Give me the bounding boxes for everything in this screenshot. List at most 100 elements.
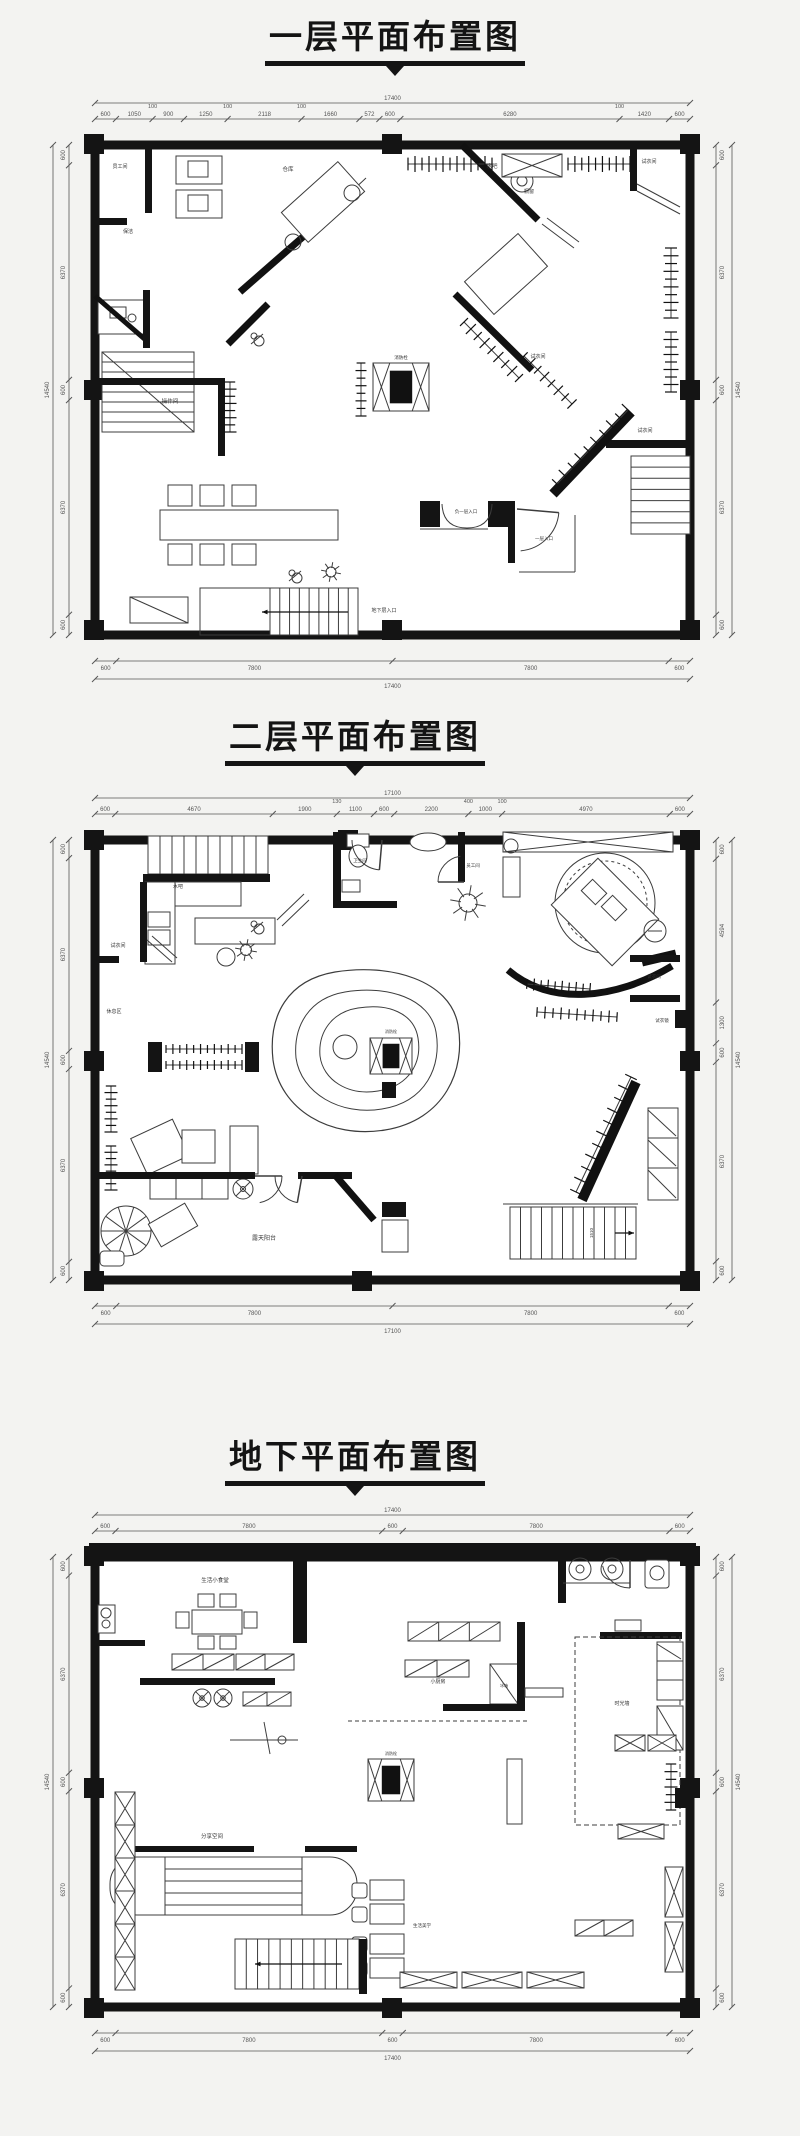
room-label: 900	[163, 112, 174, 118]
room-label: 600	[720, 149, 726, 160]
room-label: 600	[61, 1265, 67, 1276]
column-pier	[84, 1051, 104, 1071]
room-label: 水吧	[173, 883, 183, 890]
floor2-title-underline	[225, 761, 485, 766]
room-label: 600	[720, 1047, 726, 1058]
room-label: 1100	[349, 807, 363, 813]
room-label: 生活小食堂	[201, 1576, 229, 1584]
floor1-plan-drawing: 员工间保洁仓库水吧橱窗试衣间消防栓试衣间试衣间操作间地下层入口负一层入口一层入口…	[45, 96, 742, 690]
room-label: 17100	[384, 791, 401, 797]
floor2-title-text: 二层平面布置图	[229, 718, 481, 755]
room-label: 消防栓	[385, 1028, 397, 1034]
room-label: 600	[61, 384, 67, 395]
room-label: 试衣镜	[655, 1017, 669, 1024]
room-label: 6370	[61, 265, 67, 279]
room-label: 地下层入口	[371, 607, 396, 614]
column-pier	[382, 1998, 402, 2018]
room-label: 休息区	[106, 1008, 121, 1015]
column-pier	[84, 830, 104, 850]
room-label: 17400	[384, 96, 401, 102]
room-label: 6370	[720, 500, 726, 514]
room-label: 600	[720, 384, 726, 395]
interior-features	[95, 1557, 690, 1994]
room-label: 600	[720, 619, 726, 630]
room-label: 14540	[45, 1051, 51, 1068]
room-label: 7800	[242, 1524, 256, 1530]
room-label: 17400	[384, 2056, 401, 2062]
room-label: 6370	[61, 1158, 67, 1172]
room-label: 600	[720, 1265, 726, 1276]
room-label: 100	[615, 104, 624, 110]
room-label: 试衣间	[647, 973, 661, 980]
column-pier	[680, 134, 700, 154]
room-label: 6280	[503, 112, 517, 118]
room-label: 600	[61, 1992, 67, 2003]
column-pier	[680, 380, 700, 400]
room-label: 600	[387, 1524, 398, 1530]
room-label: 600	[100, 1524, 111, 1530]
column-pier	[84, 620, 104, 640]
room-label: 7800	[529, 2038, 543, 2044]
floor1-title-pointer-icon	[386, 66, 404, 76]
room-label: 4594	[720, 923, 726, 937]
room-label: 600	[101, 1311, 112, 1317]
room-label: 7800	[248, 666, 262, 672]
room-label: 600	[61, 149, 67, 160]
room-label: 7800	[248, 1311, 262, 1317]
room-label: 6370	[720, 1883, 726, 1897]
room-label: 生活美学	[413, 1922, 431, 1929]
column-pier	[84, 1271, 104, 1291]
room-label: 600	[720, 1776, 726, 1787]
room-label: 400	[464, 799, 473, 805]
room-label: 600	[61, 1054, 67, 1065]
basement-title-pointer-icon	[346, 1486, 364, 1496]
room-label: 6370	[720, 265, 726, 279]
room-label: 6370	[61, 500, 67, 514]
column-pier	[84, 1778, 104, 1798]
room-label: 员工间	[112, 163, 127, 170]
room-label: 600	[100, 112, 111, 118]
room-label: 7800	[529, 1524, 543, 1530]
room-label: 600	[379, 807, 390, 813]
basement-title-underline	[225, 1481, 485, 1486]
room-label: 600	[61, 1776, 67, 1787]
room-label: 负一层入口	[455, 508, 478, 515]
room-label: 600	[674, 1311, 685, 1317]
room-label: 7800	[524, 1311, 538, 1317]
room-label: 6370	[720, 1667, 726, 1681]
room-label: 7800	[242, 2038, 256, 2044]
floor2-title-pointer-icon	[346, 766, 364, 776]
room-label: 分享空间	[201, 1832, 223, 1840]
room-label: 卫生间	[353, 857, 367, 864]
room-label: 1510	[589, 1227, 594, 1238]
room-label: 600	[674, 666, 685, 672]
room-label: 572	[364, 112, 375, 118]
room-label: 4670	[187, 807, 201, 813]
column-pier	[680, 1998, 700, 2018]
room-label: 试衣间	[110, 942, 125, 949]
room-label: 600	[100, 807, 111, 813]
column-pier	[680, 1271, 700, 1291]
column-pier	[680, 1546, 700, 1566]
room-label: 1420	[638, 112, 652, 118]
room-label: 6370	[61, 1667, 67, 1681]
room-labels: 员工间保洁仓库水吧橱窗试衣间消防栓试衣间试衣间操作间地下层入口负一层入口一层入口	[112, 158, 656, 614]
room-label: 600	[387, 2038, 398, 2044]
room-label: 橱窗	[524, 188, 534, 195]
basement-title: 地下平面布置图	[225, 1430, 485, 1496]
room-label: 600	[100, 2038, 111, 2044]
room-label: 600	[101, 666, 112, 672]
room-label: 14540	[45, 381, 51, 398]
column-pier	[84, 1998, 104, 2018]
interior-features	[93, 142, 691, 636]
room-label: 仓库	[282, 165, 294, 173]
room-label: 时光墙	[614, 1700, 629, 1707]
room-label: 1900	[298, 807, 312, 813]
basement-title-text: 地下平面布置图	[229, 1438, 481, 1475]
